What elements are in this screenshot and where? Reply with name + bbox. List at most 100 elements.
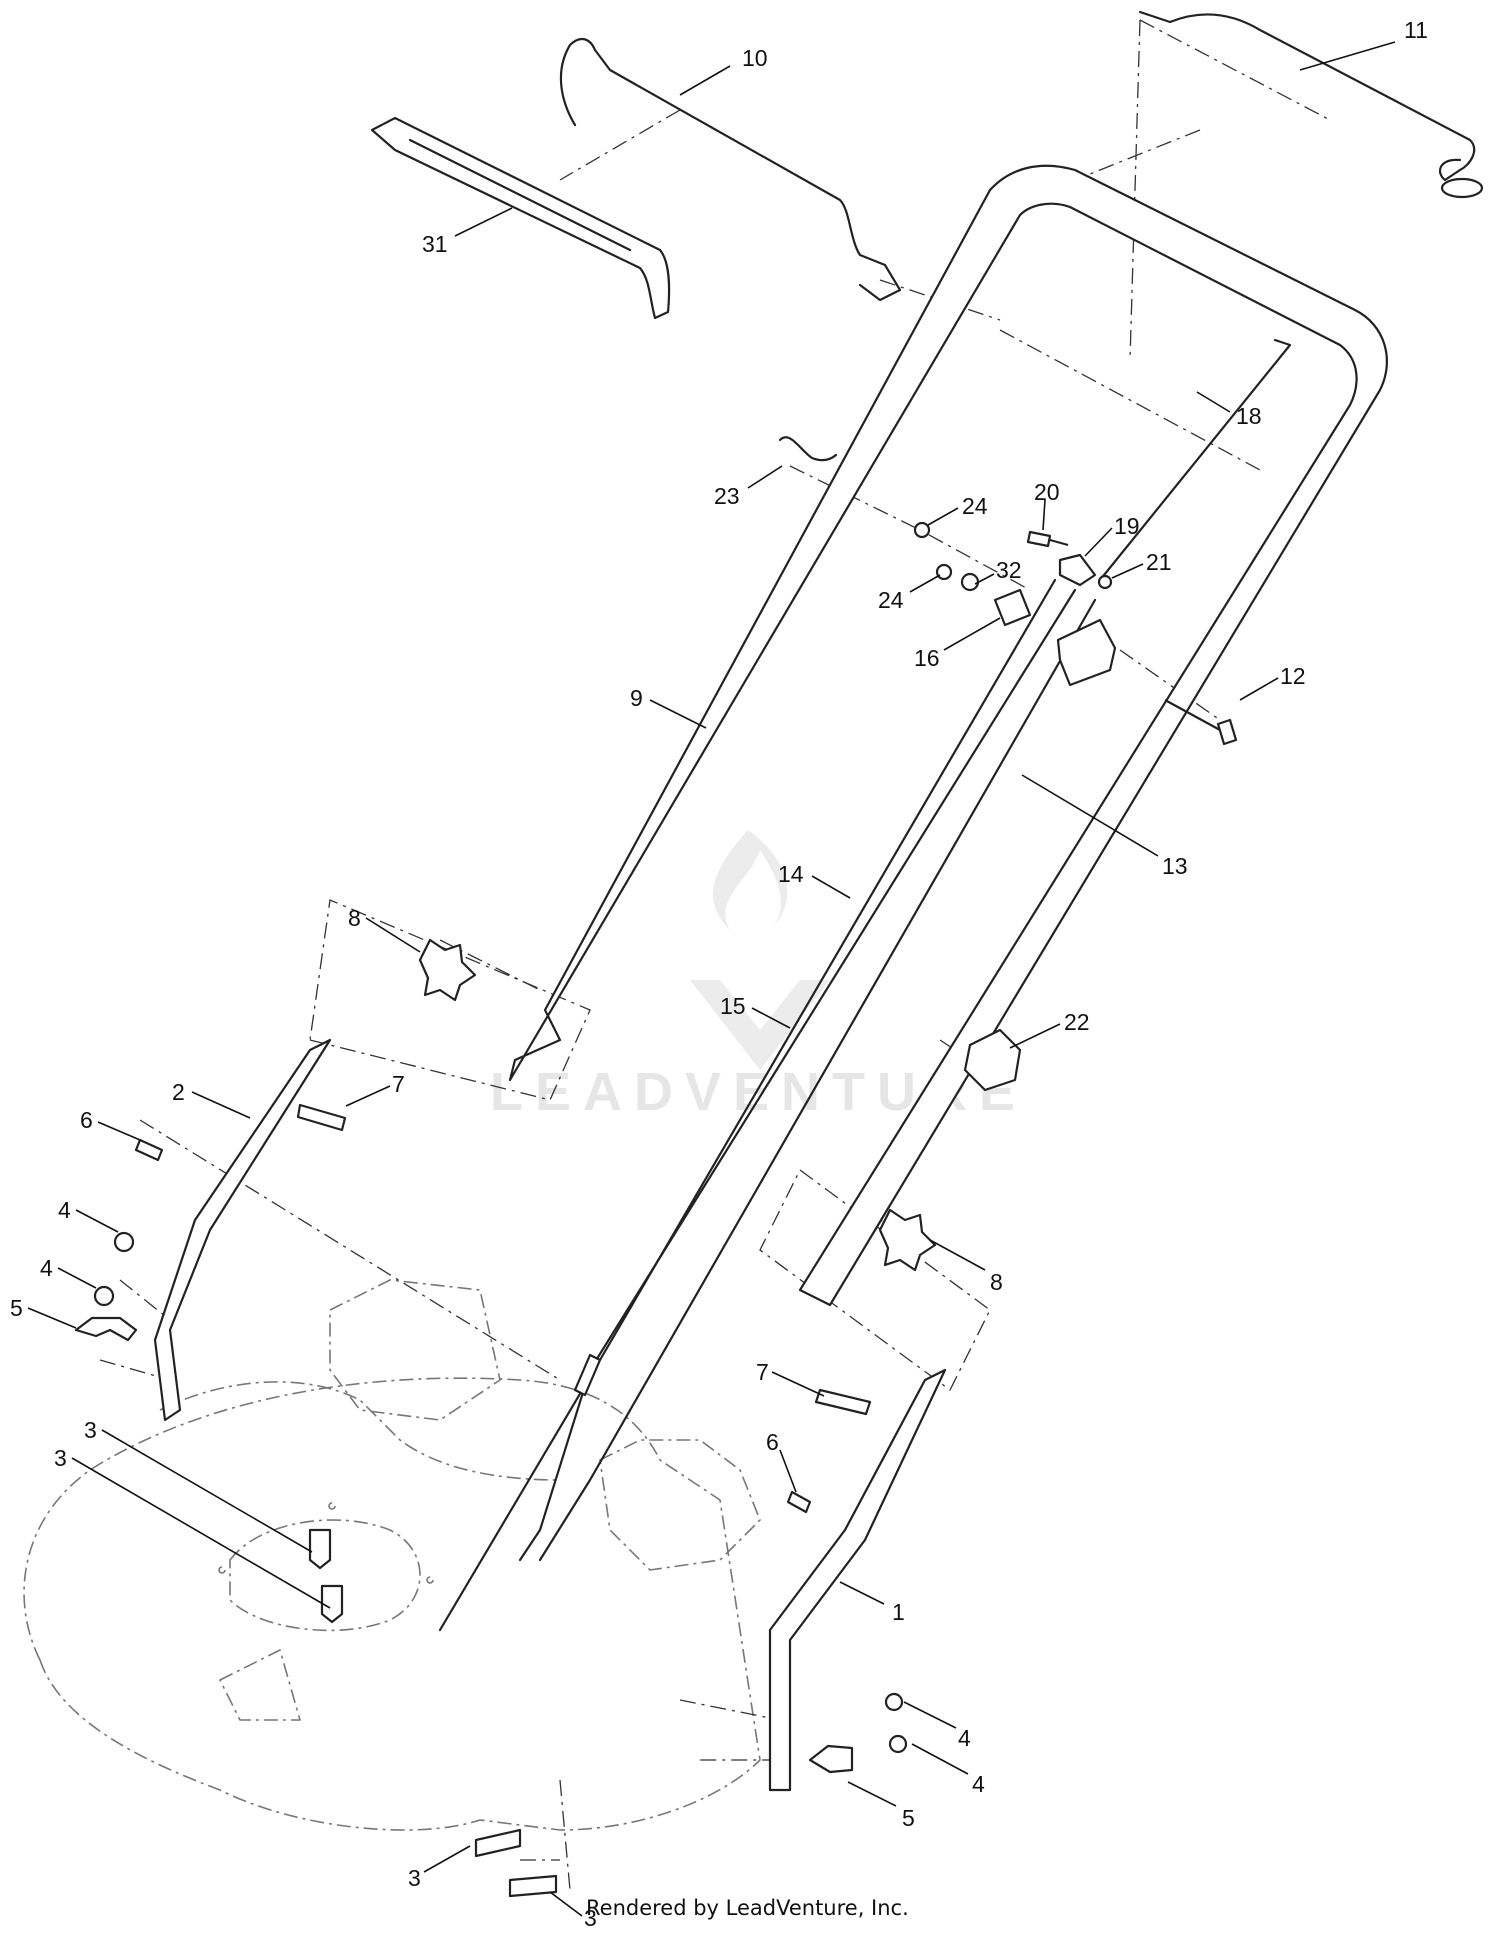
callout-label: 3 [584, 1905, 597, 1931]
callout-c4b: 4 [40, 1255, 97, 1289]
nut-21 [1097, 574, 1113, 590]
callout-c16: 16 [914, 617, 1001, 671]
callout-leader [75, 1209, 119, 1233]
callout-c2: 2 [172, 1079, 251, 1119]
nut-4-d [888, 1734, 908, 1754]
callout-label: 20 [1034, 479, 1060, 505]
callout-label: 11 [1404, 17, 1428, 43]
lower-handle-right-1 [768, 1368, 947, 1792]
callout-c22: 22 [1009, 1009, 1090, 1049]
callout-label: 18 [1236, 403, 1262, 429]
bracket-19 [1058, 553, 1097, 587]
callout-c1: 1 [839, 1581, 905, 1625]
align-line-10 [520, 1779, 571, 1891]
clip-5-right [808, 1744, 854, 1774]
callout-label: 7 [756, 1359, 769, 1385]
deck-bolt-1 [328, 1502, 336, 1510]
callout-label: 19 [1114, 513, 1140, 539]
rear-shield [329, 1279, 501, 1421]
callout-leader [771, 1371, 825, 1397]
callout-leader [454, 207, 513, 237]
callout-c32: 32 [974, 557, 1022, 585]
callout-leader [549, 1891, 583, 1917]
callout-leader [847, 1781, 897, 1807]
callout-label: 15 [720, 993, 746, 1019]
callout-label: 9 [630, 685, 643, 711]
callout-label: 24 [962, 493, 988, 519]
credit-text: Rendered by LeadVenture, Inc. [586, 1896, 909, 1920]
callout-c10: 10 [679, 45, 768, 96]
callout-label: 2 [172, 1079, 185, 1105]
block-22 [963, 1028, 1022, 1092]
callout-c14: 14 [778, 861, 851, 899]
callout-c31: 31 [422, 207, 513, 257]
pin-3-a [308, 1528, 332, 1570]
deck-rear-edge [159, 1381, 561, 1481]
bolt-7-right [814, 1388, 872, 1416]
nut-4-c [884, 1692, 904, 1712]
bail-rod-10 [559, 37, 902, 302]
callout-label: 13 [1162, 853, 1188, 879]
pin-3-c [474, 1828, 522, 1858]
hairpin-23 [778, 436, 838, 462]
clip-5-left [74, 1316, 138, 1342]
bolt-12 [1164, 699, 1238, 746]
callout-c20: 20 [1034, 479, 1060, 531]
callout-label: 7 [392, 1071, 405, 1097]
callout-c9: 9 [630, 685, 707, 729]
callout-label: 3 [84, 1417, 97, 1443]
callout-c21: 21 [1111, 549, 1172, 579]
callout-c18: 18 [1196, 391, 1262, 429]
callout-leader [747, 465, 783, 489]
watermark-flame-icon [712, 830, 788, 930]
callout-c8a: 8 [348, 905, 421, 953]
callout-label: 21 [1146, 549, 1172, 575]
callout-label: 4 [958, 1725, 971, 1751]
callout-leader [974, 573, 995, 585]
callout-label: 12 [1280, 663, 1306, 689]
callout-leader [649, 699, 707, 729]
callout-leader [1021, 774, 1159, 857]
callout-leader [679, 65, 731, 96]
cable-sleeve [573, 1353, 602, 1397]
align-line-8 [99, 1119, 561, 1381]
callout-leader [27, 1307, 77, 1329]
callout-label: 5 [902, 1805, 915, 1831]
callout-label: 4 [972, 1771, 985, 1797]
callout-label: 4 [40, 1255, 53, 1281]
washer-32 [960, 572, 980, 592]
callout-label: 3 [408, 1865, 421, 1891]
control-rod-18 [1098, 338, 1292, 582]
callout-label: 1 [892, 1599, 905, 1625]
callout-label: 22 [1064, 1009, 1090, 1035]
callout-c5b: 5 [847, 1781, 915, 1831]
nut-24-lower [935, 563, 953, 581]
callout-leader [903, 1701, 957, 1729]
callout-leader [839, 1581, 885, 1605]
callout-label: 31 [422, 231, 448, 257]
callout-label: 6 [766, 1429, 779, 1455]
callout-label: 8 [990, 1269, 1003, 1295]
callout-c4a: 4 [58, 1197, 119, 1233]
callout-leader [929, 1239, 986, 1271]
clip-16 [993, 588, 1032, 627]
callout-c8b: 8 [929, 1239, 1003, 1295]
callout-c15: 15 [720, 993, 791, 1029]
deck-bolt-2 [218, 1566, 226, 1574]
align-line-6 [759, 1169, 991, 1391]
handle-grip-box [1056, 618, 1117, 687]
callout-c5a: 5 [10, 1295, 77, 1329]
callout-label: 10 [742, 45, 768, 71]
deck-vent [219, 1649, 301, 1721]
callout-c6b: 6 [766, 1429, 797, 1493]
callout-c4c: 4 [903, 1701, 971, 1751]
callout-leader [943, 617, 1001, 651]
callout-c7a: 7 [345, 1071, 405, 1107]
callout-c19: 19 [1084, 513, 1140, 557]
callout-leader [1299, 41, 1396, 71]
callout-leader [911, 1743, 969, 1775]
callout-leader [345, 1085, 391, 1107]
callout-leader [191, 1091, 251, 1119]
nut-4-a [113, 1231, 135, 1253]
